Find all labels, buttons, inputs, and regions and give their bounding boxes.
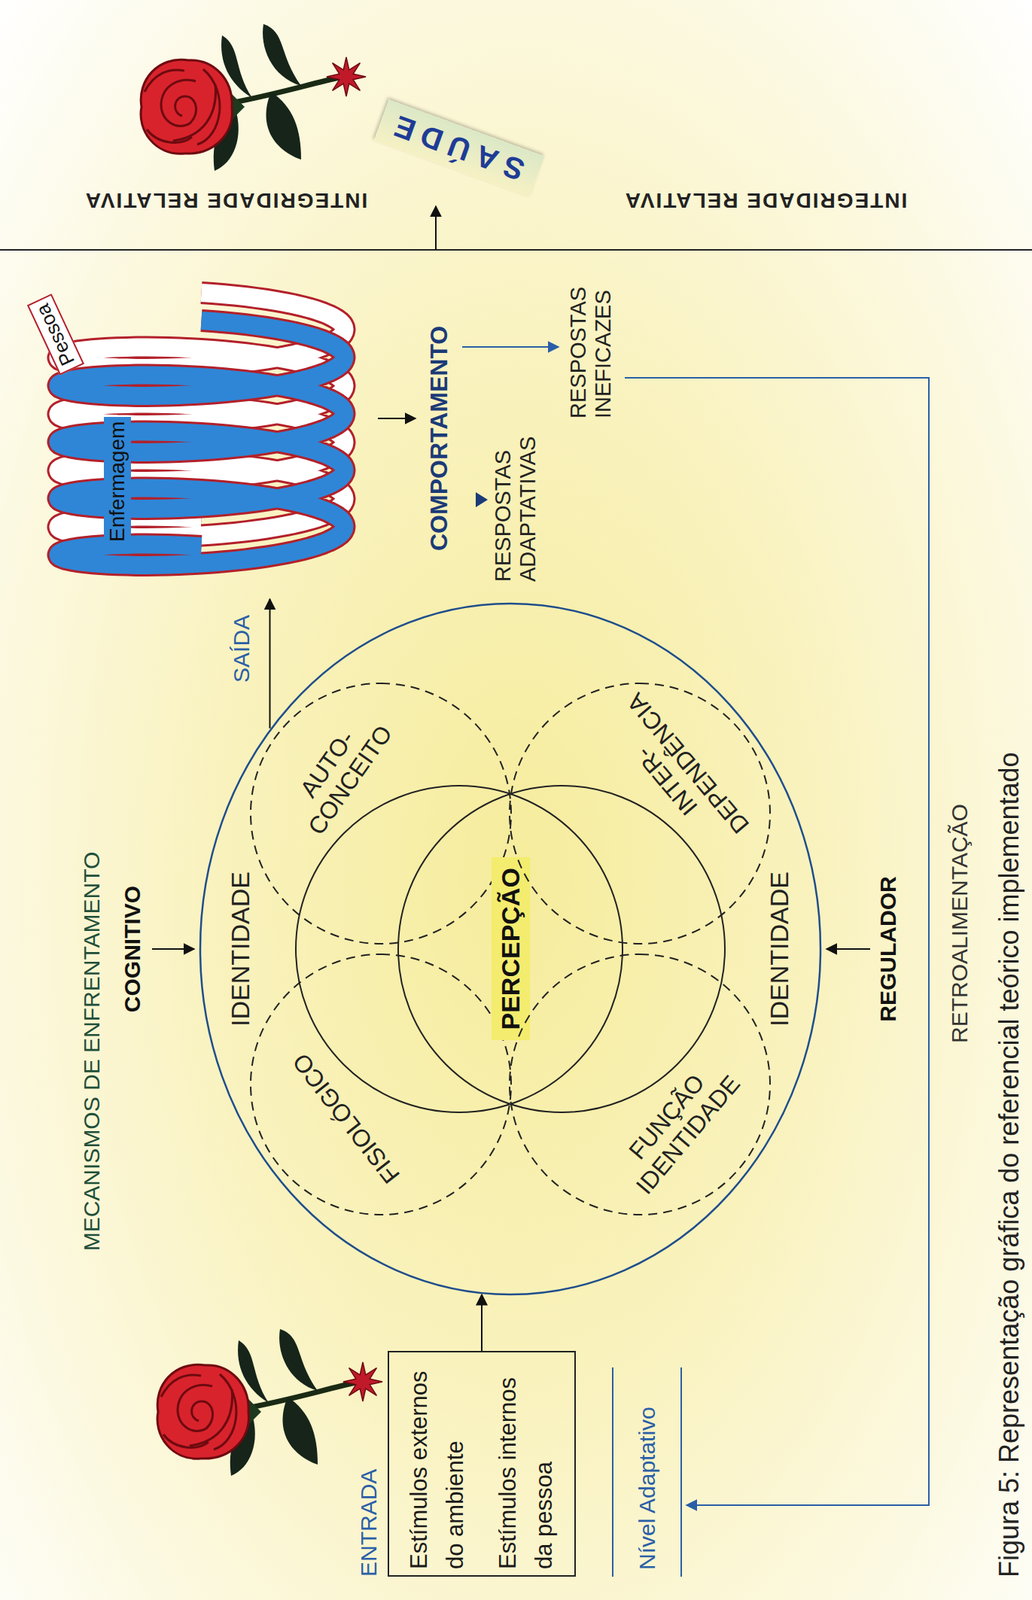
figure-label: COGNITIVO [119, 885, 147, 1013]
mode-circle: FISIOLÓGICO [249, 952, 513, 1217]
box-text: Estímulos internos da pessoa [490, 1358, 563, 1570]
rose-illustration [157, 1329, 383, 1477]
mode-label: FUNÇÃO IDENTIDADE [590, 1030, 765, 1222]
connector-arrow [480, 1294, 483, 1352]
figure-label: MECANISMOS DE ENFRENTAMENTO [79, 852, 106, 1252]
mode-circle: AUTO- CONCEITO [249, 681, 513, 946]
figure-caption: Figura 5: Representação gráfica do refer… [993, 751, 1025, 1578]
ribbon-label: Pessoa [27, 293, 85, 375]
figure-label: Nível Adaptativo [634, 1406, 661, 1571]
highlight-text: PERCEPÇÃO [496, 867, 526, 1030]
connector-arrow [269, 599, 271, 729]
arrow-line [435, 206, 437, 250]
highlight-box: PERCEPÇÃO [491, 857, 530, 1041]
mode-label: AUTO- CONCEITO [269, 690, 408, 855]
ribbon-label: Enfermagem [103, 417, 131, 547]
figure-label: RESPOSTAS INEFICAZES [566, 230, 617, 419]
mode-label: INTER- DEPENDÊNCIA [586, 670, 770, 874]
figure-label: RETROALIMENTAÇÃO [946, 803, 974, 1044]
figure-label: REGULADOR [875, 876, 902, 1022]
triangle-marker [475, 492, 488, 508]
box-text: Estímulos externos do ambiente [401, 1358, 474, 1570]
input-box: ENTRADAEstímulos externos do ambienteEst… [387, 1351, 576, 1577]
ribbon-outline [58, 320, 345, 566]
rose-illustration [140, 24, 366, 171]
divider-line [0, 249, 1032, 251]
health-tag: SAÚDE [374, 99, 545, 198]
figure-label: RESPOSTAS ADAPTATIVAS [490, 393, 542, 582]
arrow-line [462, 346, 559, 348]
arrow-line [377, 417, 416, 420]
ribbon-blue [58, 320, 345, 566]
helix-drawing [30, 283, 373, 600]
ellipse-shape [200, 603, 821, 1295]
box-heading: ENTRADA [356, 1469, 383, 1577]
figure-label: COMPORTAMENTO [425, 325, 454, 552]
rule-line [611, 1367, 614, 1577]
figure-label: INTEGRIDADE RELATIVA [624, 188, 908, 213]
connector-label: SAÍDA [228, 614, 255, 683]
tag-text: SAÚDE [382, 106, 529, 188]
figure-label: INTEGRIDADE RELATIVA [84, 188, 369, 213]
dashed-circle [250, 683, 512, 944]
arrow-line [152, 948, 195, 950]
region-label: IDENTIDADE [764, 871, 795, 1027]
feedback-line [624, 377, 929, 1506]
mode-label: FISIOLÓGICO [265, 1020, 427, 1216]
mode-circle: FUNÇÃO IDENTIDADE [508, 952, 772, 1217]
rule-line [680, 1367, 682, 1577]
arrow-line [826, 948, 871, 950]
solid-circle [295, 785, 623, 1113]
region-label: IDENTIDADE [225, 871, 256, 1027]
solid-circle [398, 785, 725, 1113]
mode-circle: INTER- DEPENDÊNCIA [508, 681, 772, 946]
system-ellipse: IDENTIDADE IDENTIDADE FISIOLÓGICO AUTO- CON… [198, 602, 822, 1297]
helix-ribbon: Enfermagem Pessoa [30, 283, 373, 600]
